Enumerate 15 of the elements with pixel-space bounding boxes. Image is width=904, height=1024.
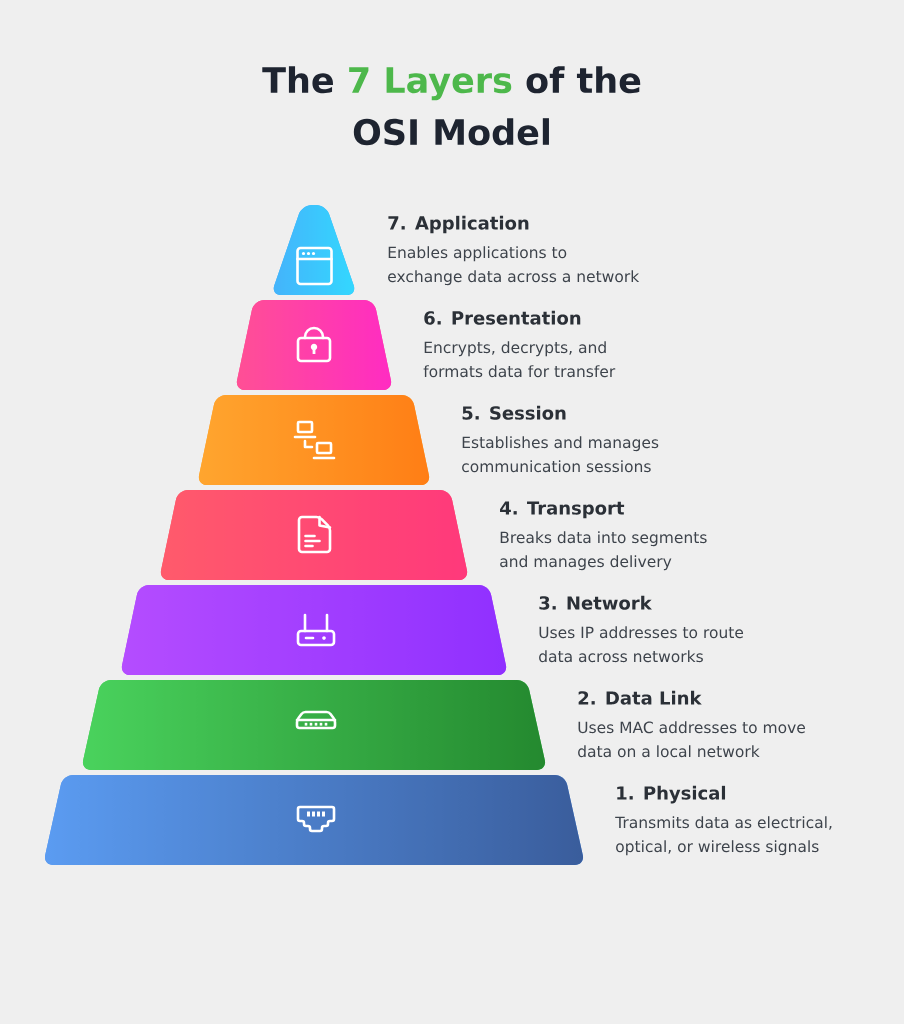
layer-description: Encrypts, decrypts, and formats data for transfer [423,341,616,378]
layer-description: Uses MAC addresses to move data on a local network [578,721,805,758]
title: The 7 Layers of the OSI Model [262,66,641,146]
layer-heading: 6. Presentation [424,310,581,325]
layer-description: Transmits data as electrical, optical, or wireless signals [615,816,832,856]
layer-heading: 2. Data Link [578,690,702,705]
layer-description: Establishes and manages communication sessions [462,436,659,473]
layer-heading: 5. Session [462,405,566,420]
layer-heading: 3. Network [539,595,652,610]
layer-description: Breaks data into segments and manages delivery [500,531,707,571]
layer-heading: 4. Transport [500,501,625,519]
layer-heading: 1. Physical [617,785,726,804]
layer-description: Enables applications to exchange data across a network [388,246,640,286]
layer-heading: 7. Application [388,215,529,234]
layer-description: Uses IP addresses to route data across networks [539,626,744,663]
